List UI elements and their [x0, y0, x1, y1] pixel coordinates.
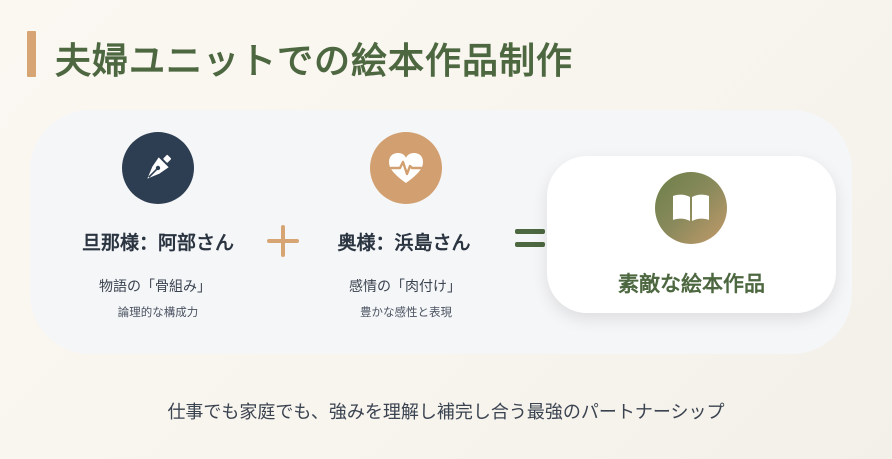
- left-partner-name: 旦那様：阿部さん: [81, 232, 234, 254]
- heartbeat-icon: [370, 132, 442, 204]
- right-partner-role: 感情の「肉付け」: [349, 279, 461, 295]
- left-partner-role: 物語の「骨組み」: [99, 279, 211, 295]
- page-title: 夫婦ユニットでの絵本作品制作: [55, 41, 574, 82]
- pen-nib-icon: [122, 132, 194, 204]
- plus-icon: [267, 225, 299, 257]
- right-partner-detail: 豊かな感性と表現: [360, 305, 452, 319]
- open-book-icon: [655, 172, 727, 244]
- footer-tagline: 仕事でも家庭でも、強みを理解し補完し合う最強のパートナーシップ: [167, 402, 725, 423]
- result-label: 素敵な絵本作品: [618, 272, 765, 296]
- left-partner-detail: 論理的な構成力: [117, 305, 199, 319]
- right-partner-name: 奥様：浜島さん: [337, 232, 471, 254]
- equals-icon: [515, 227, 545, 249]
- title-accent-bar: [27, 31, 36, 77]
